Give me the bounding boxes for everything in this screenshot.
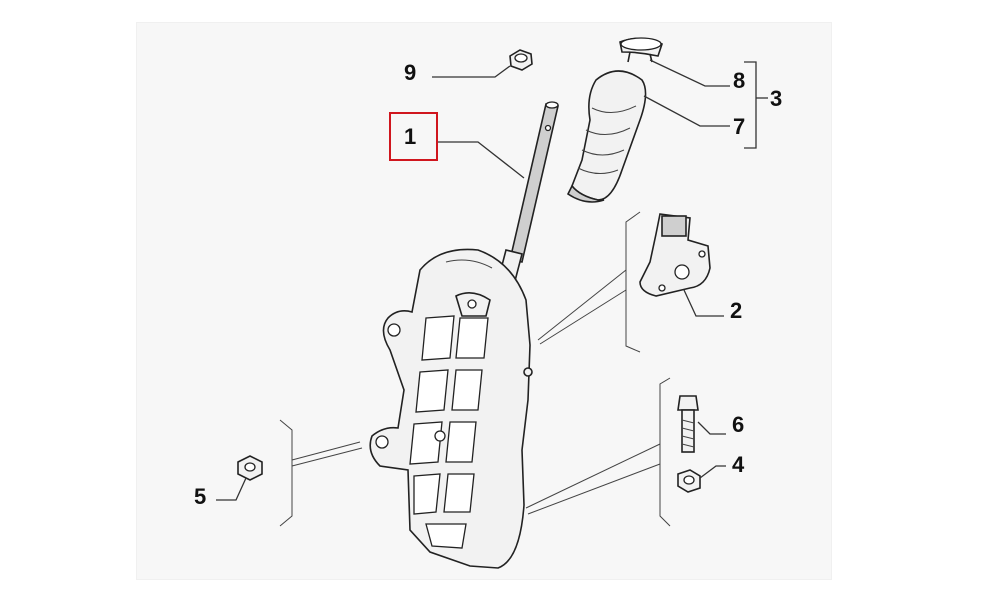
callout-1: 1 xyxy=(404,124,416,149)
pointer-5a xyxy=(291,441,361,461)
bracket-2 xyxy=(625,211,641,353)
leader-1 xyxy=(438,141,525,179)
leader-9 xyxy=(432,65,511,78)
callout-6: 6 xyxy=(732,412,744,437)
part-6-bolt[interactable] xyxy=(677,395,699,453)
leader-6 xyxy=(697,421,726,435)
gear-selector-housing[interactable] xyxy=(369,248,533,569)
pointer-4a xyxy=(525,443,661,509)
part-9-nut[interactable] xyxy=(509,49,533,71)
part-4-nut[interactable] xyxy=(677,469,701,493)
pointer-4b xyxy=(527,463,661,515)
callout-5: 5 xyxy=(194,484,206,509)
callout-3: 3 xyxy=(770,86,782,111)
leader-4 xyxy=(699,465,726,479)
bracket-6-4 xyxy=(659,377,671,527)
part-7-knob[interactable] xyxy=(566,70,647,203)
bracket-3 xyxy=(744,61,757,149)
leader-5 xyxy=(216,477,247,501)
callout-1-highlight-box xyxy=(389,112,438,161)
pointer-5b xyxy=(291,447,363,467)
callout-4: 4 xyxy=(732,452,745,477)
callout-2: 2 xyxy=(730,298,742,323)
callout-7: 7 xyxy=(733,114,745,139)
leader-8 xyxy=(649,59,730,87)
bracket-5 xyxy=(279,419,293,527)
callout-8: 8 xyxy=(733,68,745,93)
pointer-2a xyxy=(537,269,627,341)
leader-7 xyxy=(643,95,730,127)
part-8-cap[interactable] xyxy=(619,37,663,63)
part-2-sensor[interactable] xyxy=(639,213,711,297)
part-5-nut[interactable] xyxy=(237,455,263,481)
pointer-2b xyxy=(539,289,627,345)
callout-9: 9 xyxy=(404,60,416,85)
leader-2 xyxy=(683,289,724,317)
